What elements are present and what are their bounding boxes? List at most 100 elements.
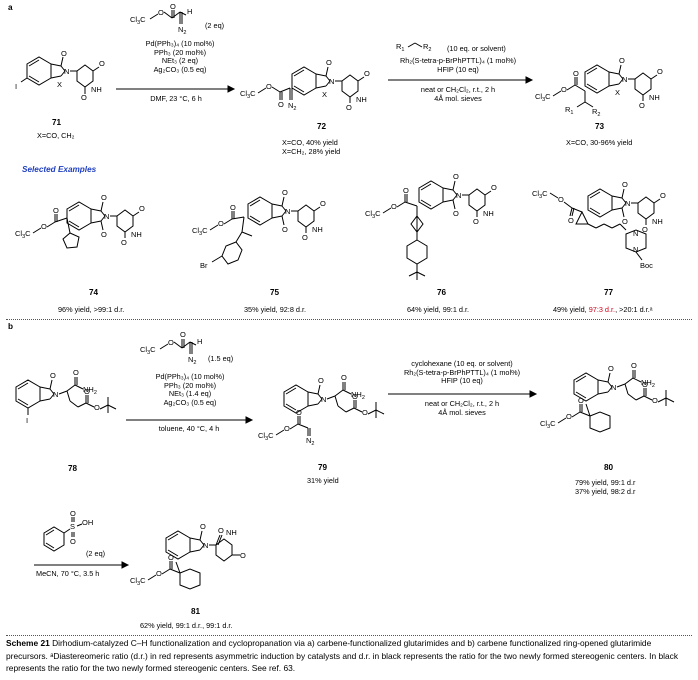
svg-text:O: O [660, 191, 666, 200]
alkane-reagent-structure: R1 R2 [396, 42, 431, 53]
diazo-reagent-structure: Cl3C O O H N2 [130, 2, 192, 36]
svg-text:N: N [633, 245, 638, 254]
svg-text:O: O [180, 330, 186, 339]
svg-text:O: O [622, 180, 628, 189]
svg-text:N2: N2 [178, 25, 186, 36]
svg-text:NH2: NH2 [641, 378, 655, 389]
svg-text:O: O [561, 85, 567, 94]
svg-text:O: O [622, 217, 628, 226]
svg-text:Cl3C: Cl3C [130, 576, 146, 587]
svg-text:Cl3C: Cl3C [540, 419, 556, 430]
svg-text:NH: NH [483, 209, 494, 218]
compound-78-number: 78 [68, 464, 78, 473]
svg-text:N: N [203, 541, 208, 550]
svg-text:O: O [453, 172, 459, 181]
compound-74-result: 96% yield, >99:1 d.r. [58, 305, 125, 314]
step1-conditions-b: Pd(PPh₃)₄ (10 mol%) PPh₃ (20 mol%) NEt₃ … [130, 372, 250, 407]
svg-text:S: S [70, 522, 75, 531]
alkane-reagent-eq: (10 eq. or solvent) [447, 44, 506, 53]
compound-77-number: 77 [604, 288, 614, 297]
reaction-arrow-3 [126, 416, 254, 424]
condition-line: neat or CH₂Cl₂, r.t., 2 h [420, 85, 496, 94]
svg-text:O: O [568, 216, 574, 225]
compound-72-structure: Cl3C O O N2 O NX O NH O [240, 58, 370, 112]
condition-line: 4Å mol. sieves [434, 93, 482, 103]
svg-text:NH: NH [131, 230, 142, 239]
compound-79-caption: 31% yield [307, 476, 339, 485]
svg-text:O: O [170, 2, 176, 11]
svg-text:Cl3C: Cl3C [192, 226, 208, 237]
compound-80-structure: Cl3C O O O N O NH2 O O [540, 361, 675, 433]
svg-text:Cl3C: Cl3C [140, 345, 156, 356]
compound-73-caption: X=CO, 30-96% yield [566, 138, 633, 147]
svg-text:I: I [26, 416, 28, 425]
svg-text:O: O [50, 371, 56, 380]
reaction-arrow-1 [116, 85, 236, 93]
svg-text:N: N [329, 77, 334, 86]
step3-below: MeCN, 70 °C, 3.5 h [36, 569, 100, 578]
svg-text:Boc: Boc [640, 261, 653, 270]
svg-text:NH2: NH2 [351, 390, 365, 401]
svg-text:O: O [53, 206, 59, 215]
svg-text:O: O [642, 380, 648, 389]
svg-text:O: O [657, 67, 663, 76]
svg-text:O: O [266, 82, 272, 91]
svg-text:O: O [631, 361, 637, 370]
svg-text:O: O [284, 424, 290, 433]
svg-text:O: O [139, 204, 145, 213]
svg-text:O: O [101, 193, 107, 202]
condition-line: PPh₃ (20 mol%) [153, 47, 207, 57]
svg-text:OH: OH [82, 518, 93, 527]
compound-76-result: 64% yield, 99:1 d.r. [407, 305, 470, 314]
svg-text:O: O [652, 396, 658, 405]
svg-text:O: O [302, 233, 308, 242]
reaction-arrow-4 [388, 390, 538, 398]
condition-line: Ag₂CO₃ (0.5 eq) [153, 64, 207, 74]
diazo-eq-a: (2 eq) [205, 21, 225, 30]
caption-line: 37% yield, 98:2 d.r [575, 486, 636, 496]
svg-text:NH: NH [649, 93, 660, 102]
result-text: 49% yield, [553, 305, 589, 314]
svg-text:O: O [218, 526, 224, 535]
condition-line: Ag₂CO₃ (0.5 eq) [163, 397, 217, 407]
svg-text:O: O [391, 202, 397, 211]
compound-80-number: 80 [604, 463, 614, 472]
svg-text:O: O [491, 183, 497, 192]
condition-line: HFIP (10 eq) [437, 64, 479, 74]
svg-text:H: H [197, 337, 202, 346]
svg-text:O: O [84, 387, 90, 396]
compound-77-result: 49% yield, 97:3 d.r., >20:1 d.r.ᵃ [553, 305, 652, 315]
caption-line: X=CO, 40% yield [282, 138, 338, 147]
compound-72-number: 72 [317, 122, 327, 131]
caption-line: 79% yield, 99:1 d.r [575, 478, 636, 487]
svg-text:Cl3C: Cl3C [258, 431, 274, 442]
svg-text:O: O [70, 509, 76, 518]
compound-81-number: 81 [191, 607, 201, 616]
condition-line: NEt₃ (2 eq) [161, 56, 199, 66]
step1-below-b: toluene, 40 °C, 4 h [158, 424, 220, 433]
svg-text:R1: R1 [396, 42, 404, 53]
scheme-caption: Scheme 21 Dirhodium-catalyzed C–H functi… [6, 637, 692, 675]
compound-71-number: 71 [52, 118, 62, 127]
svg-text:X: X [615, 88, 620, 97]
svg-text:N: N [622, 75, 627, 84]
svg-text:N: N [611, 383, 616, 392]
svg-text:N2: N2 [306, 436, 314, 447]
condition-line: neat or CH₂Cl₂, r.t., 2 h [424, 399, 500, 408]
svg-text:O: O [364, 69, 370, 78]
panel-separator-bottom [6, 635, 692, 636]
compound-75-structure: Cl3C O O Br O O N O NH O [192, 188, 326, 270]
asymmetric-dr: 97:3 d.r. [588, 305, 616, 314]
scheme-caption-label: Scheme 21 [6, 638, 50, 648]
compound-72-caption: X=CO, 40% yield X=CH₂, 28% yield [282, 138, 340, 156]
reaction-arrow-5 [34, 561, 130, 569]
svg-text:O: O [121, 238, 127, 247]
svg-text:O: O [73, 368, 79, 377]
condition-line: Pd(PPh₃)₄ (10 mol%) [155, 372, 225, 381]
step2-below-b: neat or CH₂Cl₂, r.t., 2 h 4Å mol. sieves [382, 399, 542, 417]
svg-text:N: N [104, 212, 109, 221]
reaction-arrow-2 [388, 76, 534, 84]
svg-text:R2: R2 [592, 107, 600, 118]
svg-text:O: O [318, 376, 324, 385]
svg-text:O: O [230, 203, 236, 212]
